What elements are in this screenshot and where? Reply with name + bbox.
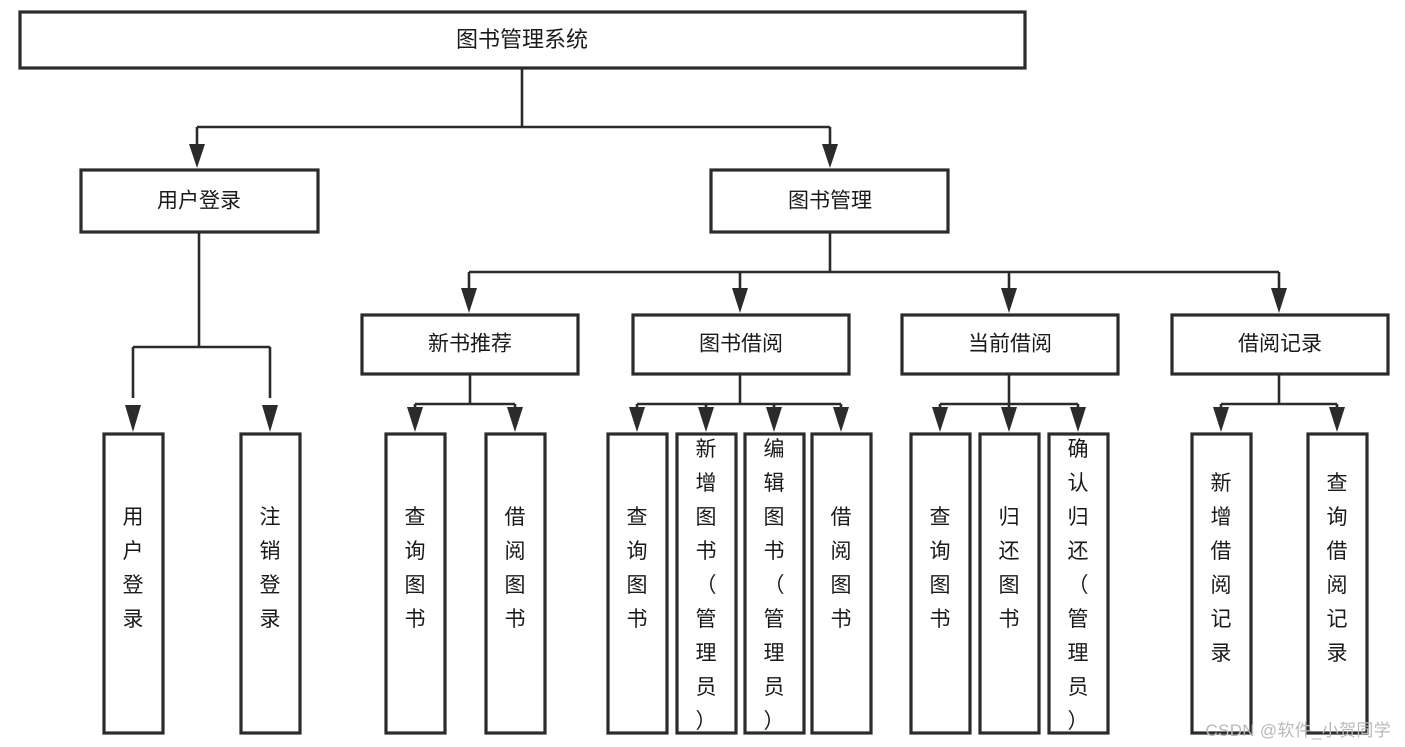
arrow-head-icon <box>1001 288 1017 313</box>
node-root-label: 图书管理系统 <box>456 27 588 52</box>
node-user-login[interactable]: 用户登录 <box>79 168 320 234</box>
connector-root-to-level2 <box>189 68 838 168</box>
node-user-login-label: 用户登录 <box>157 190 241 213</box>
leaf-bookborrow-edit-label: 编辑图书（管理员） <box>764 438 785 733</box>
leaf-bookborrow-edit[interactable]: 编辑图书（管理员） <box>743 432 806 735</box>
node-new-book-recommend[interactable]: 新书推荐 <box>360 313 580 376</box>
leaf-currentborrow-confirm-label: 确认归还（管理员） <box>1068 438 1089 733</box>
leaf-bookborrow-query[interactable]: 查询图书 <box>606 432 669 735</box>
leaf-bookborrow-borrow-label: 借阅图书 <box>831 506 852 631</box>
connector-userlogin-to-leaves <box>125 232 278 432</box>
node-book-management-label: 图书管理 <box>788 190 872 213</box>
leaf-newbook-borrow[interactable]: 借阅图书 <box>484 432 547 735</box>
leaf-currentborrow-query-label: 查询图书 <box>930 506 951 631</box>
connector-newbook-to-leaves <box>407 374 523 432</box>
arrow-head-icon <box>125 405 141 432</box>
node-book-borrow-label: 图书借阅 <box>699 333 783 356</box>
leaf-borrowrecord-add-label: 新增借阅记录 <box>1211 472 1232 665</box>
arrow-head-icon <box>407 407 423 432</box>
node-book-management[interactable]: 图书管理 <box>709 168 950 234</box>
leaf-newbook-query[interactable]: 查询图书 <box>384 432 447 735</box>
leaf-bookborrow-add-label: 新增图书（管理员） <box>696 438 717 733</box>
arrow-head-icon <box>629 407 645 432</box>
arrow-head-icon <box>1070 407 1086 432</box>
node-new-book-recommend-label: 新书推荐 <box>428 333 512 356</box>
leaf-currentborrow-return-label: 归还图书 <box>999 506 1020 631</box>
arrow-head-icon <box>189 144 205 168</box>
leaf-newbook-borrow-label: 借阅图书 <box>505 506 526 631</box>
leaf-borrowrecord-query-label: 查询借阅记录 <box>1327 472 1348 665</box>
node-root-system[interactable]: 图书管理系统 <box>18 10 1027 70</box>
leaf-user-login-signin[interactable]: 用户登录 <box>102 432 165 735</box>
leaf-bookborrow-add[interactable]: 新增图书（管理员） <box>675 432 738 735</box>
arrow-head-icon <box>507 407 523 432</box>
leaf-newbook-query-label: 查询图书 <box>405 506 426 631</box>
leaf-bookborrow-query-label: 查询图书 <box>627 506 648 631</box>
leaf-currentborrow-confirm[interactable]: 确认归还（管理员） <box>1047 432 1110 735</box>
connector-bookmgmt-to-level3 <box>461 232 1287 313</box>
connector-bookborrow-to-leaves <box>629 374 849 432</box>
arrow-head-icon <box>1001 407 1017 432</box>
connector-borrowrecord-to-leaves <box>1213 374 1345 432</box>
arrow-head-icon <box>732 288 748 313</box>
leaf-user-login-signin-label: 用户登录 <box>123 506 144 631</box>
leaf-currentborrow-query[interactable]: 查询图书 <box>909 432 972 735</box>
arrow-head-icon <box>822 144 838 168</box>
node-borrow-record[interactable]: 借阅记录 <box>1170 313 1390 376</box>
leaf-borrowrecord-query[interactable]: 查询借阅记录 <box>1306 432 1369 735</box>
node-current-borrow-label: 当前借阅 <box>968 333 1052 356</box>
arrow-head-icon <box>766 407 782 432</box>
arrow-head-icon <box>833 407 849 432</box>
node-book-borrow[interactable]: 图书借阅 <box>631 313 851 376</box>
arrow-head-icon <box>1271 288 1287 313</box>
arrow-head-icon <box>262 405 278 432</box>
arrow-head-icon <box>698 407 714 432</box>
arrow-head-icon <box>1213 407 1229 432</box>
node-borrow-record-label: 借阅记录 <box>1238 333 1322 356</box>
arrow-head-icon <box>461 288 477 313</box>
leaf-bookborrow-borrow[interactable]: 借阅图书 <box>810 432 873 735</box>
leaf-user-login-signout[interactable]: 注销登录 <box>239 432 302 735</box>
leaf-currentborrow-return[interactable]: 归还图书 <box>978 432 1041 735</box>
leaf-borrowrecord-add[interactable]: 新增借阅记录 <box>1190 432 1253 735</box>
node-current-borrow[interactable]: 当前借阅 <box>900 313 1120 376</box>
leaf-user-login-signout-label: 注销登录 <box>260 506 281 631</box>
arrow-head-icon <box>932 407 948 432</box>
arrow-head-icon <box>1329 407 1345 432</box>
connector-currentborrow-to-leaves <box>932 374 1086 432</box>
